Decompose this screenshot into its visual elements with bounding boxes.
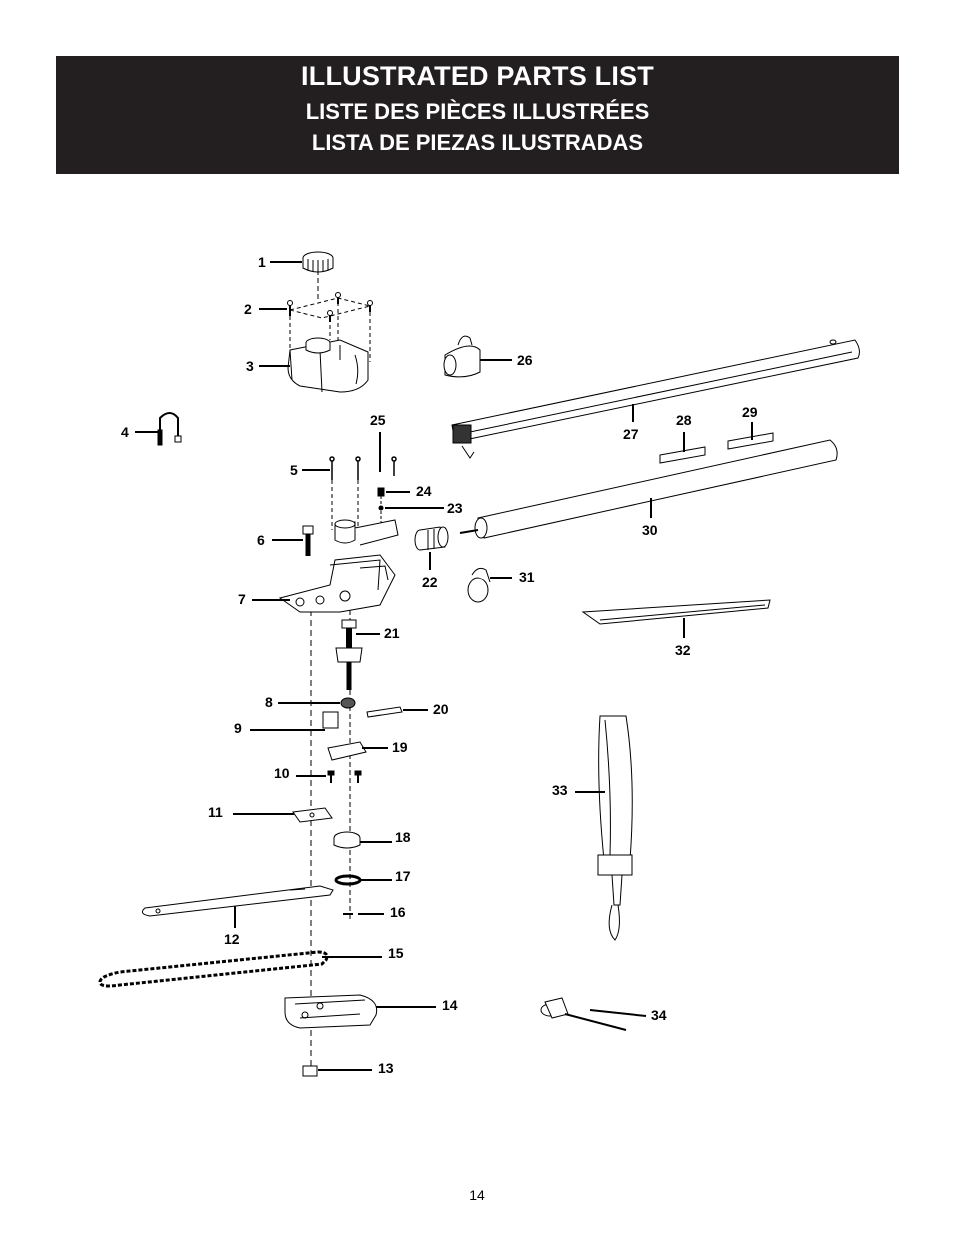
callout-28: 28 [676, 412, 692, 428]
callout-5: 5 [290, 462, 298, 478]
part-21-drive-shaft [335, 619, 363, 690]
part-4-hook [157, 412, 182, 446]
callout-13: 13 [378, 1060, 394, 1076]
callout-27: 27 [623, 426, 639, 442]
part-26-coupler [443, 335, 481, 378]
callout-30: 30 [642, 522, 658, 538]
callout-26: 26 [517, 352, 533, 368]
part-1-tank-cap [302, 251, 334, 273]
clamp-housing [334, 519, 399, 546]
callout-9: 9 [234, 720, 242, 736]
callout-22: 22 [422, 574, 438, 590]
part-6-bolt [302, 525, 314, 556]
callout-21: 21 [384, 625, 400, 641]
part-5-screws [329, 456, 397, 530]
part-22-sleeve [414, 526, 449, 551]
callout-3: 3 [246, 358, 254, 374]
callout-2: 2 [244, 301, 252, 317]
part-2-screws [287, 292, 373, 322]
callout-12: 12 [224, 931, 240, 947]
callout-17: 17 [395, 868, 411, 884]
callout-34: 34 [651, 1007, 667, 1023]
callout-19: 19 [392, 739, 408, 755]
part-27-upper-tube [451, 339, 860, 459]
leader-lines [135, 261, 753, 1071]
callout-10: 10 [274, 765, 290, 781]
part-3-fuel-tank [287, 337, 369, 393]
part-31-clamp [467, 567, 491, 603]
callout-33: 33 [552, 782, 568, 798]
callout-18: 18 [395, 829, 411, 845]
callout-1: 1 [258, 254, 266, 270]
callout-15: 15 [388, 945, 404, 961]
callout-25: 25 [370, 412, 386, 428]
callout-numbers: 1 2 3 4 5 6 7 8 9 10 11 12 13 14 15 16 1… [121, 254, 758, 1076]
callout-32: 32 [675, 642, 691, 658]
callout-8: 8 [265, 694, 273, 710]
title-spanish: LISTA DE PIEZAS ILUSTRADAS [311, 130, 644, 155]
callout-4: 4 [121, 424, 129, 440]
callout-24: 24 [416, 483, 432, 499]
page-number: 14 [469, 1187, 485, 1203]
part-33-shoulder-strap [597, 715, 633, 941]
callout-16: 16 [390, 904, 406, 920]
callout-7: 7 [238, 591, 246, 607]
callout-6: 6 [257, 532, 265, 548]
part-7-gear-housing [278, 554, 396, 613]
part-15-saw-chain [98, 950, 329, 988]
part-34-wrench [540, 997, 627, 1031]
part-30-lower-tube [459, 439, 838, 539]
part-32-scabbard [581, 599, 771, 625]
title-english: ILLUSTRATED PARTS LIST [301, 61, 654, 91]
title-french: LISTE DES PIÈCES ILLUSTRÉES [305, 99, 650, 124]
callout-23: 23 [447, 500, 463, 516]
page-header: ILLUSTRATED PARTS LIST LISTE DES PIÈCES … [56, 56, 899, 174]
callout-11: 11 [208, 804, 223, 820]
part-14-sprocket-cover [284, 994, 378, 1029]
part-12-guide-bar [141, 885, 334, 917]
callout-29: 29 [742, 404, 758, 420]
callout-31: 31 [519, 569, 535, 585]
callout-14: 14 [442, 997, 458, 1013]
callout-20: 20 [433, 701, 449, 717]
